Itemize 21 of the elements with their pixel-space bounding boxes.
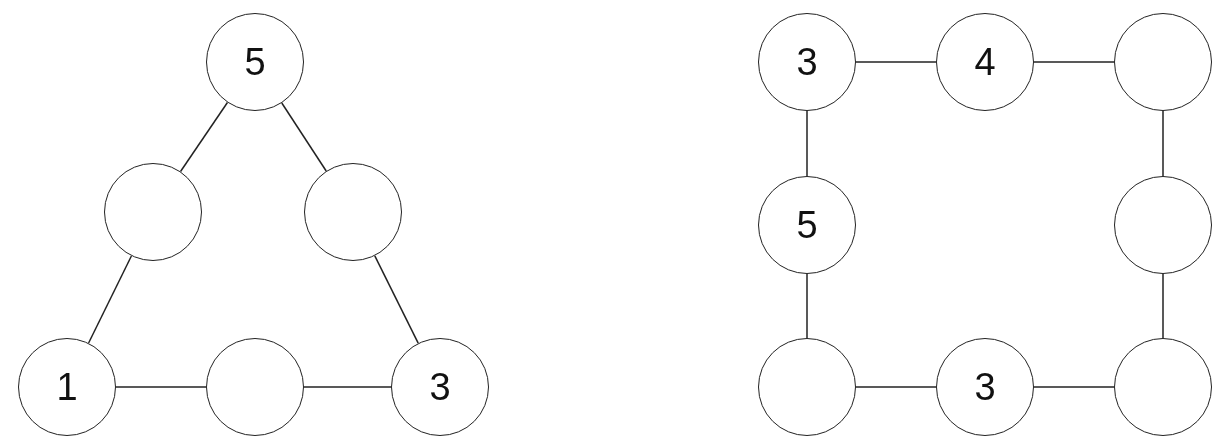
number-label: 3: [974, 368, 996, 406]
number-label: 4: [974, 43, 996, 81]
number-label: 5: [244, 43, 266, 81]
connector-line: [1162, 110, 1164, 177]
connector-line: [374, 255, 419, 344]
connector-line: [806, 110, 808, 177]
connector-line: [1033, 386, 1115, 388]
connector-line: [115, 386, 207, 388]
connector-line: [855, 61, 937, 63]
connector-line: [281, 102, 327, 172]
connector-line: [303, 386, 392, 388]
number-label: 1: [56, 368, 78, 406]
number-label: 5: [796, 206, 818, 244]
connector-line: [855, 386, 937, 388]
connector-line: [806, 273, 808, 339]
number-label: 3: [429, 368, 451, 406]
connector-line: [87, 255, 133, 344]
number-label: 3: [796, 43, 818, 81]
connector-line: [1033, 61, 1115, 63]
connector-line: [179, 101, 229, 173]
connector-line: [1162, 273, 1164, 339]
